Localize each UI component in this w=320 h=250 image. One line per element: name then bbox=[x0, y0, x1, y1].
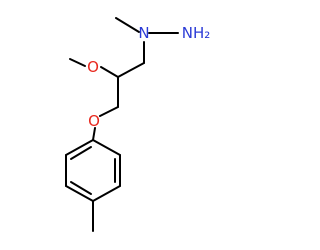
atom-methoxy-oxygen: O bbox=[87, 58, 99, 76]
bond-ch2-ch bbox=[117, 62, 145, 78]
atom-nitrogen-1: N bbox=[138, 24, 149, 42]
bond-oether-ring bbox=[92, 127, 96, 141]
ring-bond-1 bbox=[92, 139, 121, 156]
bond-ch2b-oether bbox=[99, 106, 119, 117]
bond-omethoxy-ch3 bbox=[69, 58, 86, 67]
atom-nitrogen-2: NH₂ bbox=[182, 24, 211, 42]
ring-double-2 bbox=[70, 181, 92, 195]
bond-ch-omethoxy bbox=[100, 66, 119, 78]
atom-ether-oxygen: O bbox=[88, 112, 100, 130]
ring-bond-6 bbox=[65, 139, 94, 156]
bond-nmethyl bbox=[115, 17, 140, 33]
ring-double-3 bbox=[70, 146, 92, 160]
ring-bond-4 bbox=[65, 185, 94, 202]
ring-bond-3 bbox=[92, 185, 121, 202]
chemical-structure: N NH₂ O O bbox=[65, 17, 211, 232]
